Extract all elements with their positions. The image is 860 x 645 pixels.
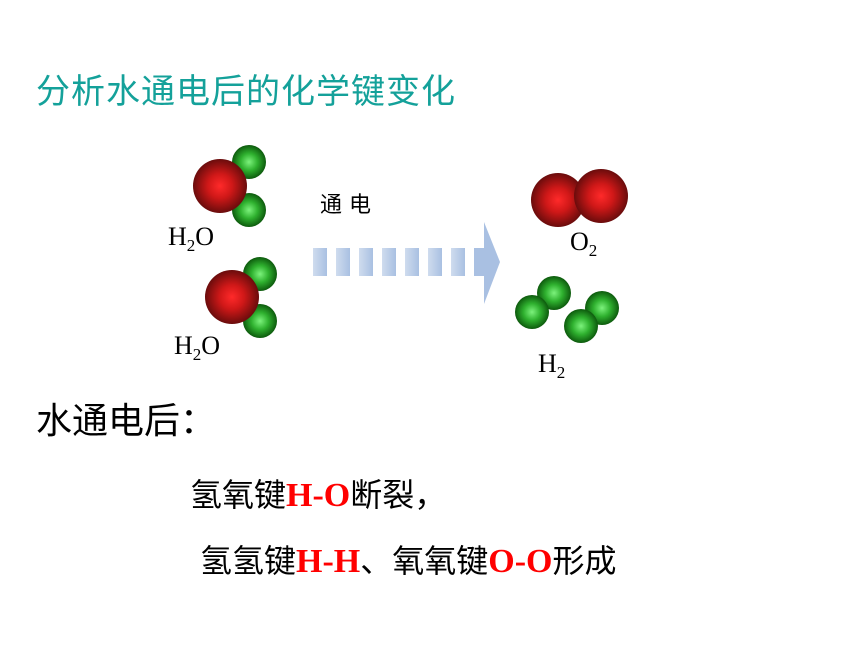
- hydrogen-formula: H2: [538, 349, 565, 382]
- oxygen-atom: [531, 173, 585, 227]
- after-heading: 水通电后：: [36, 401, 217, 442]
- hydrogen-atom: [515, 295, 549, 329]
- reaction-arrow: [313, 222, 500, 304]
- water-formula-1: H2O: [168, 222, 214, 255]
- hydrogen-molecule-1: [515, 276, 571, 329]
- oxygen-formula: O2: [570, 227, 597, 260]
- hydrogen-molecule-2: [564, 291, 619, 343]
- bond-break-prefix: 氢氧键: [190, 476, 287, 514]
- bond-h-h: H-H: [296, 543, 361, 580]
- bond-break-line: 氢氧键H-O断裂，: [190, 470, 446, 516]
- oxygen-atom: [574, 169, 628, 223]
- hydrogen-atom: [537, 276, 571, 310]
- oxygen-atom: [205, 270, 259, 324]
- bond-form-prefix: 氢氢键: [200, 542, 297, 580]
- water-molecule-2: [205, 257, 277, 338]
- oxygen-molecule: [531, 169, 628, 227]
- bond-form-line: 氢氢键H-H、氧氧键O-O形成: [200, 536, 616, 582]
- oxygen-atom: [193, 159, 247, 213]
- page-title: 分析水通电后的化学键变化: [36, 72, 456, 112]
- water-formula-2: H2O: [174, 331, 220, 364]
- bond-break-suffix: 断裂，: [350, 476, 447, 514]
- water-molecule-1: [193, 145, 266, 227]
- bond-form-suffix: 形成: [552, 542, 617, 580]
- bond-form-middle: 、氧氧键: [360, 542, 489, 580]
- arrow-label: 通 电: [320, 193, 371, 218]
- bond-o-o: O-O: [488, 543, 553, 580]
- bond-h-o: H-O: [286, 477, 351, 514]
- hydrogen-atom: [564, 309, 598, 343]
